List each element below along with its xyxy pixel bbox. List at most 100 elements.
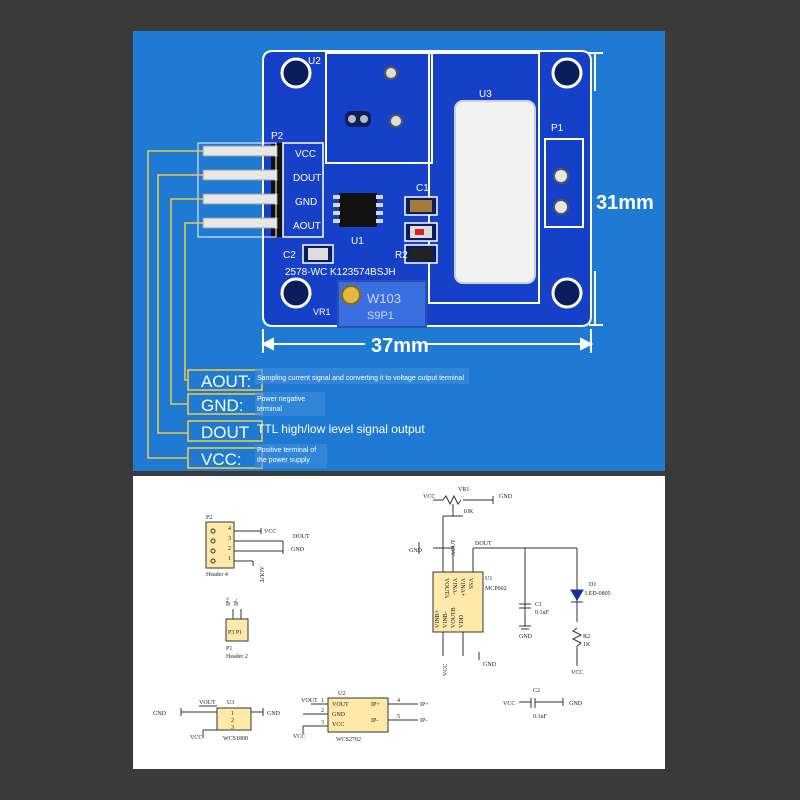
module-photo-panel: VCC DOUT GND AOUT W103 S9P1 U2 U3 P1 P2 … [133,31,665,471]
mount-hole [280,277,312,309]
u2-name: WCS2702 [336,737,361,743]
u1-mcp602 [432,494,578,656]
schematic-label: 2 [321,708,324,714]
schematic-label: P3 P1 [228,630,242,636]
schematic-label: 5 [397,714,400,720]
ref-p2: P2 [271,131,284,142]
schematic-label: 4 [397,698,400,704]
p1-ref: P1 [226,646,232,652]
ref-p1: P1 [551,123,564,134]
schematic-label: 1 [231,711,234,717]
schematic-label: GND [153,711,167,717]
legend-label-dout: DOUT [201,423,249,442]
schematic-label: VCC [332,722,344,728]
legend-label-aout: AOUT: [201,372,251,391]
schematic-panel: P2 Header 4 4 3 2 1 VCC DOUT GND AOUT IP… [133,476,665,769]
legend-label-vcc: VCC: [201,450,242,469]
p2-name: Header 4 [206,572,228,578]
p1-header2 [225,609,249,642]
schematic-label: GND [332,712,346,718]
d1-ref: D1 [589,582,596,588]
schematic-label: VINA- [451,578,457,595]
ref-u1: U1 [351,236,364,247]
schematic-label: W103 [367,291,401,306]
ref-vr1: VR1 [313,307,331,317]
schematic-label: 0.1uF [535,610,550,616]
schematic-label: AOUT [258,566,264,583]
schematic-label: GND [569,701,583,707]
schematic-label: IP+ [226,597,232,606]
p2-header-body [271,143,283,237]
ref-c2: C2 [283,250,296,261]
schematic-label: VOUTA [443,578,449,599]
c1-ref: C1 [535,602,542,608]
dimension-height-label: 31mm [596,192,654,214]
u3-outline [428,52,540,304]
p1-outline [544,138,584,228]
schematic-label: GND [519,634,533,640]
u3-ref: U3 [227,700,234,706]
schematic-label: 1 [321,698,324,704]
schematic-label: GND [499,494,513,500]
schematic-label: 1 [228,556,231,562]
u3-sensor [454,100,536,284]
pin-label: VCC [295,149,316,160]
legend-desc-dout: TTL high/low level signal output [257,422,425,436]
schematic-label: 1K [583,642,591,648]
schematic-label: GND [483,662,497,668]
schematic-label: DOUT [475,541,492,547]
schematic-label: IP- [420,718,427,724]
legend-desc-gnd: Power negative terminal [257,396,306,413]
schematic-label: VDD [459,614,465,628]
schematic-label: 3 [321,720,324,726]
legend-desc-vcc: Positive terminal of the power supply [257,447,317,464]
leader-lines [147,150,263,469]
u1-ref: U1 [485,576,492,582]
ref-u3: U3 [479,89,492,100]
dimension-height [589,52,603,326]
schematic-label: VCC [571,670,583,676]
r2-ref: R2 [583,634,590,640]
schematic-label: VOUT [199,700,216,706]
schematic-label: IP- [234,599,240,606]
schematic-label: IP+ [420,702,429,708]
schematic-label: VCC [443,664,449,676]
pin-label: DOUT [293,173,321,184]
schematic-label: VOUT [301,698,318,704]
pin-label: AOUT [293,221,321,232]
schematic: P2 Header 4 4 3 2 1 VCC DOUT GND AOUT IP… [153,487,611,743]
schematic-label: VCC [423,494,435,500]
p2-header4 [205,521,284,569]
u2-outline [325,52,433,164]
schematic-label: VCC [190,735,202,741]
d1-name: LED-0805 [585,591,611,597]
u3-wcs1800 [180,705,264,738]
u3-name: WCS1800 [223,736,248,742]
schematic-label: 0.1uF [533,714,548,720]
schematic-label: VINB+ [435,609,441,628]
c2-capacitor [519,698,564,708]
schematic-label: 10K [463,509,474,515]
schematic-label: GND [291,547,305,553]
p1-name: Header 2 [226,654,248,660]
u1-ic [339,193,377,227]
schematic-label: IP+ [371,702,380,708]
schematic-label: VCC [264,529,276,535]
schematic-label: 2 [231,718,234,724]
silkscreen-code: 2578-WC K123574BSJH [285,267,396,278]
mount-hole [280,57,312,89]
p2-ref: P2 [206,515,212,521]
legend-label-gnd: GND: [201,396,244,415]
schematic-label: DOUT [293,534,310,540]
schematic-label: AOUT [451,539,457,556]
schematic-label: VCC [503,701,515,707]
schematic-label: 2 [228,546,231,552]
module-photo: VCC DOUT GND AOUT W103 S9P1 U2 U3 P1 P2 … [147,50,654,469]
schematic-label: S9P1 [367,310,394,322]
schematic-label: IP- [371,718,378,724]
r2-resistor [571,627,583,666]
u1-name: MCP602 [485,586,507,592]
pin-label: GND [295,197,317,208]
schematic-label: VR1 [458,487,469,493]
legend-desc-aout: Sampling current signal and converting i… [257,375,465,382]
